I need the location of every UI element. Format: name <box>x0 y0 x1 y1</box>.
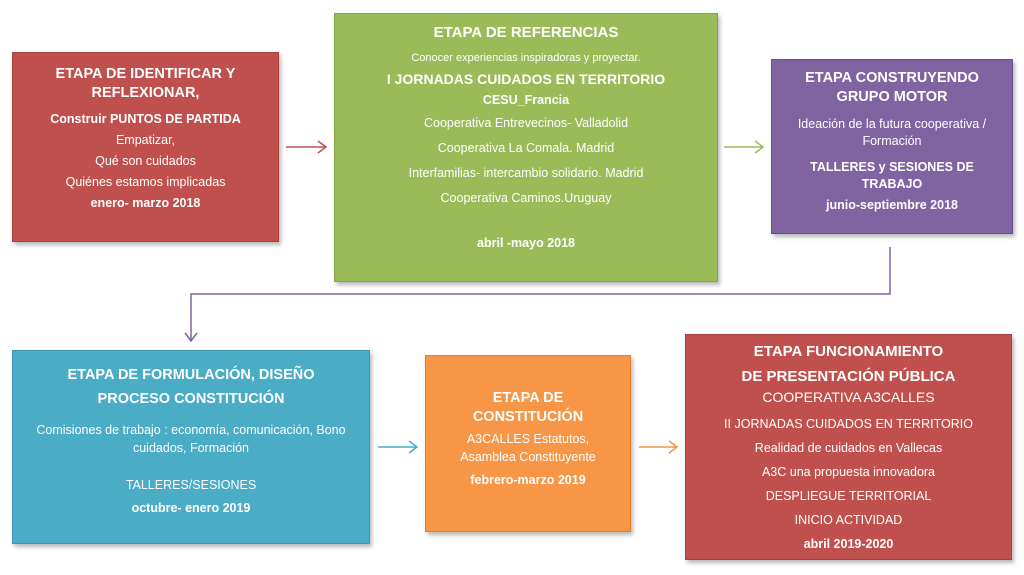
stage-identificar-dates: enero- marzo 2018 <box>90 196 201 210</box>
stage-grupo-motor-title: ETAPA CONSTRUYENDO GRUPO MOTOR <box>805 70 979 105</box>
stage-referencias-line: Interfamilias- intercambio solidario. Ma… <box>408 166 644 180</box>
stage-constitucion-box: ETAPA DE CONSTITUCIÓN A3CALLES Estatutos… <box>425 355 631 532</box>
arrow-stage3-to-stage4 <box>184 247 891 343</box>
stage-funcionamiento-dates: abril 2019-2020 <box>803 537 894 551</box>
stage-identificar-line: Empatizar, <box>115 133 176 147</box>
stage-identificar-line: Construir PUNTOS DE PARTIDA <box>50 112 241 126</box>
arrow-stage1-to-stage2 <box>286 140 328 154</box>
stage-grupo-motor-box: ETAPA CONSTRUYENDO GRUPO MOTOR Ideación … <box>771 59 1013 234</box>
stage-funcionamiento-line: II JORNADAS CUIDADOS EN TERRITORIO <box>724 417 973 431</box>
stage-funcionamiento-line: DESPLIEGUE TERRITORIAL <box>765 489 932 503</box>
stage-referencias-line: CESU_Francia <box>482 93 570 107</box>
stage-constitucion-line: A3CALLES Estatutos, Asamblea Constituyen… <box>460 432 596 464</box>
stage-referencias-title: ETAPA DE REFERENCIAS <box>433 24 619 41</box>
stage-formulacion-subtitle: PROCESO CONSTITUCIÓN <box>97 391 285 407</box>
stage-formulacion-line: Comisiones de trabajo : economía, comuni… <box>36 423 346 455</box>
stage-identificar-line: Qué son cuidados <box>95 154 196 168</box>
stage-formulacion-dates: octubre- enero 2019 <box>131 501 251 515</box>
stage-funcionamiento-line: INICIO ACTIVIDAD <box>794 513 903 527</box>
stage-funcionamiento-line: A3C una propuesta innovadora <box>761 465 936 479</box>
stage-formulacion-title: ETAPA DE FORMULACIÓN, DISEÑO <box>67 367 315 383</box>
stage-identificar-title: ETAPA DE IDENTIFICAR Y REFLEXIONAR, <box>55 66 236 101</box>
stage-grupo-motor-line: Ideación de la futura cooperativa / Form… <box>797 117 987 148</box>
arrow-stage5-to-stage6 <box>639 440 679 454</box>
stage-referencias-box: ETAPA DE REFERENCIAS Conocer experiencia… <box>334 13 718 282</box>
stage-referencias-line: I JORNADAS CUIDADOS EN TERRITORIO <box>386 71 666 87</box>
stage-referencias-dates: abril -mayo 2018 <box>477 236 575 250</box>
stage-grupo-motor-dates: junio-septiembre 2018 <box>826 198 958 212</box>
stage-identificar-line: Quiénes estamos implicadas <box>65 175 226 189</box>
stage-funcionamiento-line: COOPERATIVA A3CALLES <box>762 389 935 405</box>
stage-funcionamiento-subtitle: DE PRESENTACIÓN PÚBLICA <box>741 368 956 385</box>
stage-funcionamiento-title: ETAPA FUNCIONAMIENTO <box>753 343 944 360</box>
stage-referencias-line: Conocer experiencias inspiradoras y proy… <box>411 52 641 64</box>
arrow-stage2-to-stage3 <box>724 140 765 154</box>
stage-funcionamiento-line: Realidad de cuidados en Vallecas <box>754 441 943 455</box>
stage-constitucion-title: ETAPA DE CONSTITUCIÓN <box>472 390 584 425</box>
stage-formulacion-line: TALLERES/SESIONES <box>125 478 257 492</box>
stage-referencias-line: Cooperativa La Comala. Madrid <box>437 141 615 155</box>
stage-identificar-box: ETAPA DE IDENTIFICAR Y REFLEXIONAR, Cons… <box>12 52 279 242</box>
stage-constitucion-dates: febrero-marzo 2019 <box>470 473 586 487</box>
stage-funcionamiento-box: ETAPA FUNCIONAMIENTO DE PRESENTACIÓN PÚB… <box>685 334 1012 560</box>
stage-referencias-line: Cooperativa Caminos.Uruguay <box>440 191 612 205</box>
stage-grupo-motor-line: TALLERES y SESIONES DE TRABAJO <box>810 160 974 191</box>
stage-formulacion-box: ETAPA DE FORMULACIÓN, DISEÑO PROCESO CON… <box>12 350 370 544</box>
arrow-stage4-to-stage5 <box>378 440 419 454</box>
stage-referencias-line: Cooperativa Entrevecinos- Valladolid <box>423 116 629 130</box>
